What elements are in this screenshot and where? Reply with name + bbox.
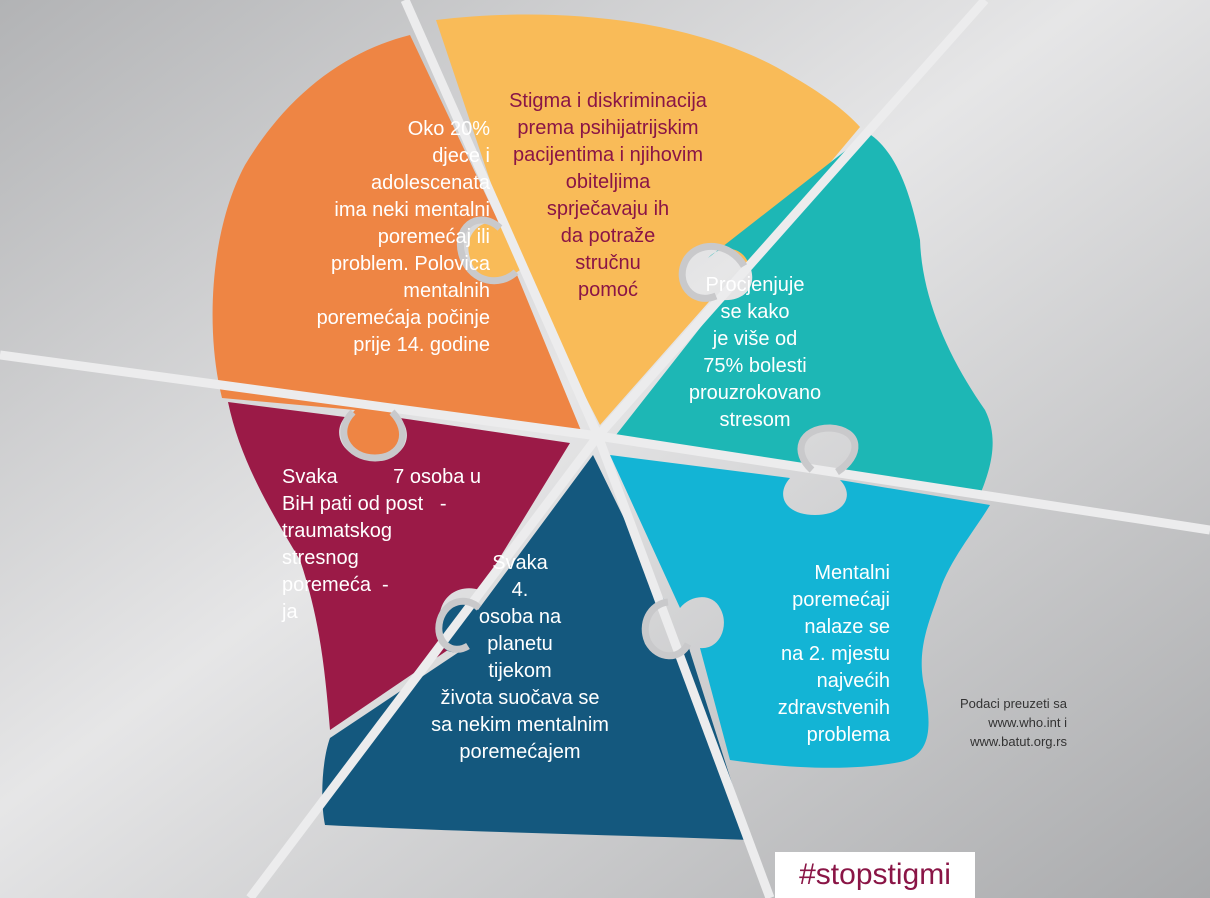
puzzle-notch xyxy=(797,424,859,475)
divider-line xyxy=(594,0,989,439)
divider-line xyxy=(246,433,602,898)
divider-line xyxy=(0,350,599,441)
puzzle-notch xyxy=(435,597,482,653)
hashtag-label: #stopstigmi xyxy=(799,858,951,891)
orange-piece-text: Oko 20% djece i adolescenata ima neki me… xyxy=(316,118,490,356)
teal-piece-text: Procjenjuje se kako je više od 75% boles… xyxy=(688,274,822,431)
puzzle-piece-teal xyxy=(612,133,993,495)
puzzle-piece-navy xyxy=(322,455,750,840)
puzzle-piece-cyan xyxy=(610,455,990,768)
puzzle-notch xyxy=(678,243,748,302)
divider-line xyxy=(597,431,1210,535)
puzzle-notch xyxy=(340,409,406,462)
source-note: Podaci preuzeti sa www.who.int i www.bat… xyxy=(960,696,1067,749)
navy-piece-text: Svaka 4. osoba na planetu tijekom života… xyxy=(431,552,609,763)
puzzle-piece-orange xyxy=(212,35,582,455)
puzzle-notch xyxy=(457,216,519,285)
puzzle-piece-maroon xyxy=(228,402,570,730)
puzzle-piece-yellow xyxy=(436,14,860,426)
cyan-piece-text: Mentalni poremećaji nalaze se na 2. mjes… xyxy=(777,562,890,746)
hashtag-box: #stopstigmi xyxy=(775,852,975,898)
puzzle-notch xyxy=(641,598,692,660)
maroon-piece-text: Svaka 7 osoba u BiH pati od post - traum… xyxy=(282,466,482,623)
divider-line xyxy=(593,434,775,898)
yellow-piece-text: Stigma i diskriminacija prema psihijatri… xyxy=(509,90,707,301)
divider-line xyxy=(400,0,603,438)
